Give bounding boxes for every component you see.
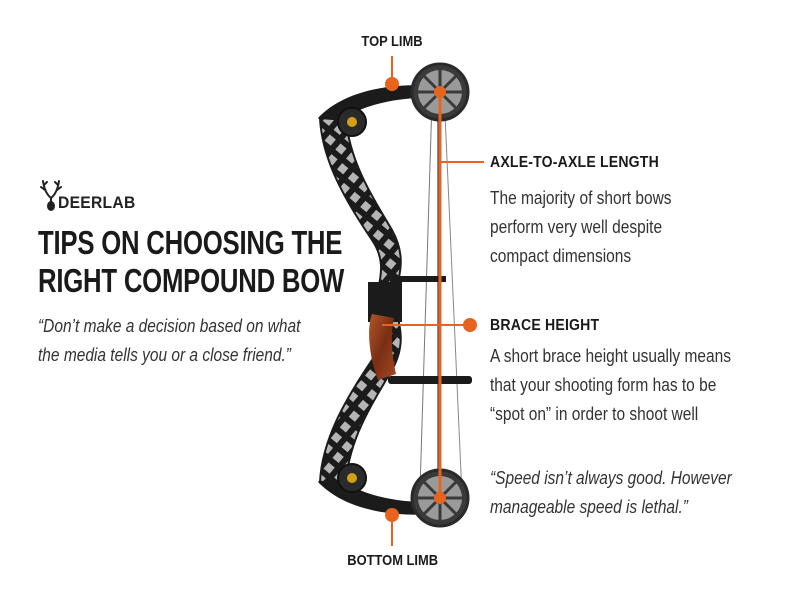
axle-line-3: compact dimensions: [490, 246, 632, 266]
brace-height-marker: [463, 318, 477, 332]
stabilizer-mount: [388, 376, 472, 384]
axle-line-1: The majority of short bows: [490, 188, 672, 208]
title-line-2: RIGHT COMPOUND BOW: [38, 262, 345, 299]
top-limb-label: TOP LIMB: [361, 33, 423, 50]
brace-height-description: A short brace height usually means that …: [490, 342, 731, 429]
brace-line-2: that your shooting form has to be: [490, 375, 717, 395]
quote-right-line-2: manageable speed is lethal.”: [490, 497, 688, 517]
quote-right: “Speed isn’t always good. However manage…: [490, 464, 732, 522]
cable-2: [419, 99, 433, 491]
page-title: TIPS ON CHOOSING THE RIGHT COMPOUND BOW: [38, 224, 344, 300]
bottom-limb-label: BOTTOM LIMB: [347, 552, 439, 569]
quote-right-line-1: “Speed isn’t always good. However: [490, 468, 732, 488]
brace-line-1: A short brace height usually means: [490, 346, 731, 366]
brand-logo: DEERLAB: [40, 178, 200, 218]
grip: [369, 314, 396, 380]
riser-upper: [318, 116, 402, 291]
axle-to-axle-description: The majority of short bows perform very …: [490, 184, 672, 271]
top-axle-marker: [434, 86, 446, 98]
top-limb-marker: [385, 77, 399, 91]
quote-left-line-1: “Don’t make a decision based on what: [38, 316, 301, 336]
quote-left-line-2: the media tells you or a close friend.”: [38, 345, 291, 365]
bottom-limb-marker: [385, 508, 399, 522]
brand-name: DEERLAB: [58, 193, 136, 212]
bottom-axle-marker: [434, 492, 446, 504]
bottom-limb: [318, 470, 440, 515]
arrow-rest: [390, 276, 446, 282]
axle-line-2: perform very well despite: [490, 217, 663, 237]
title-line-1: TIPS ON CHOOSING THE: [38, 224, 343, 261]
bottom-limb-bolt-icon: [347, 473, 357, 483]
brace-height-title: BRACE HEIGHT: [490, 317, 600, 334]
top-limb-bolt-icon: [347, 117, 357, 127]
top-limb: [318, 85, 440, 130]
axle-to-axle-title: AXLE-TO-AXLE LENGTH: [490, 154, 659, 171]
brace-line-3: “spot on” in order to shoot well: [490, 404, 699, 424]
cable: [443, 91, 463, 497]
deer-antler-icon: [40, 180, 62, 211]
quote-left: “Don’t make a decision based on what the…: [38, 312, 300, 370]
